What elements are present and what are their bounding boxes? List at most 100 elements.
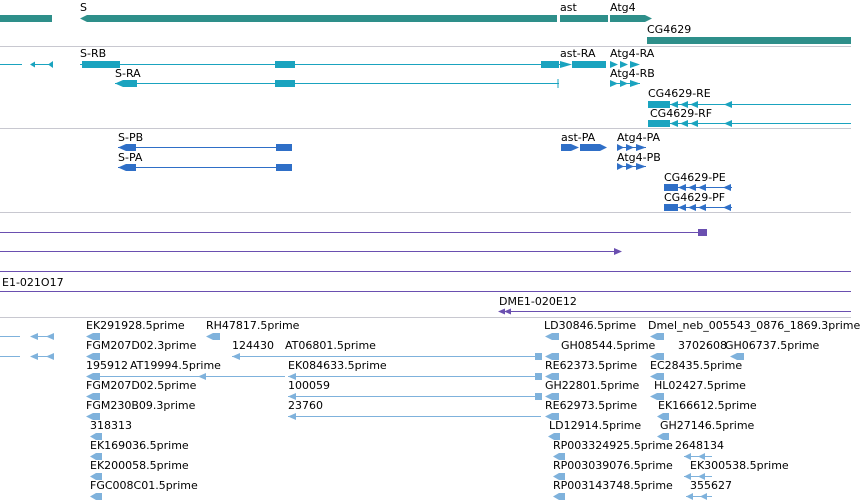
est-label[interactable]: AT19994.5prime [130,359,221,372]
est-label[interactable]: GH22801.5prime [545,379,640,392]
est-label[interactable]: FGM207D02.3prime [86,339,197,352]
S-PA-exon[interactable] [276,164,292,171]
ast-PA-exon[interactable] [571,144,579,151]
Atg4-RA-exon[interactable] [610,61,618,68]
S-RB-exon[interactable] [275,61,295,68]
gene-S-bar[interactable] [80,15,557,22]
gene-label-CG4629[interactable]: CG4629 [647,23,692,36]
CG4629-RF-exon[interactable] [648,120,670,127]
protein-label-CG4629-PF[interactable]: CG4629-PF [664,191,726,204]
protein-label-S-PA[interactable]: S-PA [118,151,143,164]
est-RP003039076-bar[interactable] [553,473,565,480]
est-EK300538-arrow[interactable] [698,473,705,480]
est-EK169036-bar[interactable] [90,453,102,460]
exon-arrow[interactable] [30,61,35,68]
gene-ast-bar[interactable] [560,15,608,22]
est-label[interactable]: RE62973.5prime [545,399,638,412]
transcript-label-Atg4-RB[interactable]: Atg4-RB [610,67,655,80]
gene-Atg4-bar[interactable] [610,15,652,22]
clone-end[interactable] [614,248,622,255]
S-RB-exon[interactable] [82,61,120,68]
est-label[interactable]: 318313 [90,419,132,432]
S-PA-exon[interactable] [126,164,136,171]
protein-label-CG4629-PE[interactable]: CG4629-PE [664,171,726,184]
est-label[interactable]: EK300538.5prime [690,459,789,472]
est-318313-bar[interactable] [90,433,102,440]
ast-PA-exon[interactable] [580,144,607,151]
CG4629-PF-exon[interactable] [688,204,696,211]
est-FGM207D02-5-bar[interactable] [86,393,100,400]
clone-arrow[interactable] [498,308,505,315]
CG4629-RF-exon[interactable] [670,120,678,127]
est-label[interactable]: EK166612.5prime [658,399,757,412]
transcript-label-ast-RA[interactable]: ast-RA [560,47,596,60]
ast-RA-exon[interactable] [560,61,572,68]
transcript-label-Atg4-RA[interactable]: Atg4-RA [610,47,655,60]
est-arrow[interactable] [30,333,38,340]
CG4629-PE-exon[interactable] [688,184,696,191]
est-label[interactable]: FGC008C01.5prime [90,479,198,492]
est-label[interactable]: FGM230B09.3prime [86,399,196,412]
CG4629-PE-exon[interactable] [698,184,706,191]
CG4629-PF-exon[interactable] [698,204,706,211]
CG4629-RE-exon[interactable] [690,101,698,108]
CG4629-PF-exon[interactable] [723,204,731,211]
gene-label-S[interactable]: S [80,1,87,14]
est-label[interactable]: 195912 [86,359,128,372]
transcript-label-S-RB[interactable]: S-RB [80,47,107,60]
protein-label-ast-PA[interactable]: ast-PA [561,131,596,144]
clone-label-E1-021O17[interactable]: E1-021O17 [2,276,64,289]
est-label[interactable]: EC28435.5prime [650,359,743,372]
gene-label-ast[interactable]: ast [560,1,577,14]
est-label[interactable]: GH08544.5prime [561,339,656,352]
est-RE62373-bar[interactable] [545,373,559,380]
est-23760-arrow[interactable] [288,413,296,420]
est-arrow[interactable] [30,353,38,360]
est-355627-arrow[interactable] [700,493,707,500]
est-HL02427-bar[interactable] [650,393,664,400]
gene-bar[interactable] [0,15,52,22]
CG4629-PE-exon[interactable] [664,184,678,191]
CG4629-RE-exon[interactable] [680,101,688,108]
est-RE62973-bar[interactable] [545,413,559,420]
est-label[interactable]: 3702608 [678,339,727,352]
est-label[interactable]: HL02427.5prime [654,379,746,392]
est-GH08544-bar[interactable] [545,353,559,360]
est-label[interactable]: Dmel_neb_005543_0876_1869.3prime [648,319,860,332]
Atg4-RA-exon[interactable] [620,61,628,68]
S-PA-exon[interactable] [118,164,126,171]
CG4629-RF-exon[interactable] [724,120,732,127]
est-GH22801-bar[interactable] [545,393,559,400]
transcript-label-S-RA[interactable]: S-RA [115,67,141,80]
est-EK084633-arrow[interactable] [288,373,296,380]
S-RA-exon[interactable] [123,80,137,87]
est-label[interactable]: EK200058.5prime [90,459,189,472]
S-RA-exon[interactable] [115,80,123,87]
est-LD12914-bar[interactable] [548,433,560,440]
est-GH06737-bar[interactable] [730,353,744,360]
est-label[interactable]: RH47817.5prime [206,319,300,332]
CG4629-RE-exon[interactable] [724,101,732,108]
est-RH47817-bar[interactable] [206,333,220,340]
CG4629-PE-exon[interactable] [678,184,686,191]
CG4629-PE-exon[interactable] [723,184,731,191]
est-FGC008C01-bar[interactable] [90,493,102,500]
est-EK084633-end[interactable] [535,373,542,380]
CG4629-RF-exon[interactable] [690,120,698,127]
est-label[interactable]: RP003143748.5prime [553,479,673,492]
est-2648134-arrow[interactable] [698,453,705,460]
est-124430-end[interactable] [535,353,542,360]
est-100059-end[interactable] [535,393,542,400]
CG4629-RF-exon[interactable] [680,120,688,127]
est-RP003324925-bar[interactable] [553,453,565,460]
est-100059-arrow[interactable] [288,393,296,400]
est-EC28435-bar[interactable] [650,373,664,380]
CG4629-PF-exon[interactable] [664,204,678,211]
S-PB-exon[interactable] [126,144,136,151]
est-EK200058-bar[interactable] [90,473,102,480]
ast-RA-exon[interactable] [572,61,606,68]
est-label[interactable]: AT06801.5prime [285,339,376,352]
CG4629-PF-exon[interactable] [678,204,686,211]
est-124430-arrow[interactable] [232,353,240,360]
gene-CG4629-bar[interactable] [647,37,851,44]
